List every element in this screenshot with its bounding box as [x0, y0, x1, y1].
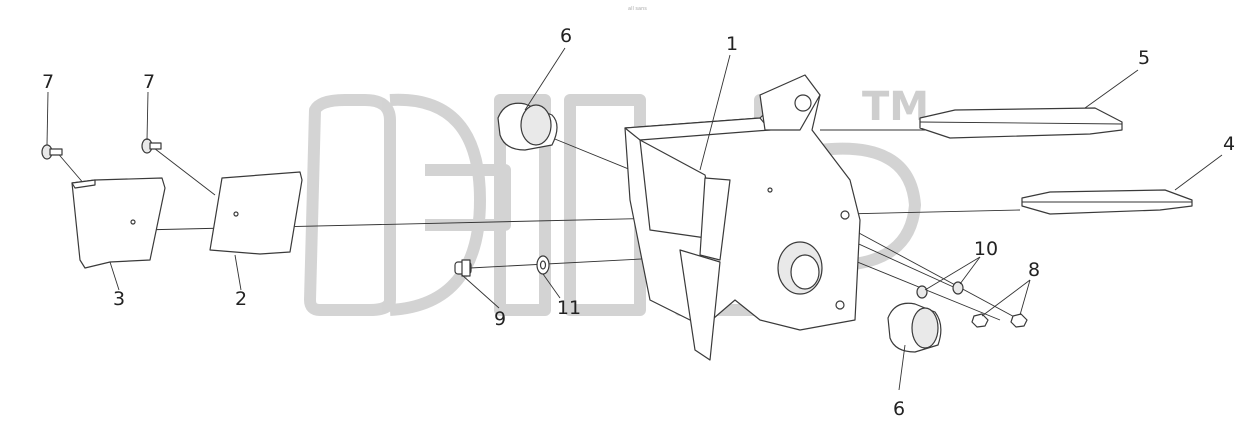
callout-10: 10: [974, 238, 998, 260]
watermark-trademark: TM: [862, 84, 929, 130]
callout-9: 9: [494, 308, 506, 330]
callout-6-top: 6: [560, 25, 572, 47]
nut-part-10-a: [916, 285, 928, 299]
plate-part-3: [71, 177, 166, 269]
callout-7-left: 7: [42, 71, 54, 93]
plate-part-4: [1021, 189, 1193, 215]
nut-part-8-a: [971, 313, 989, 328]
nut-part-10-b: [952, 281, 964, 295]
callout-11: 11: [557, 297, 581, 319]
callout-7-right: 7: [143, 71, 155, 93]
bolt-part-7-left: [41, 144, 63, 160]
callout-labels: 1 2 3 4 5 6 6 7 7 8 9 10 11: [42, 25, 1235, 420]
washer-part-11: [536, 255, 550, 275]
callout-5: 5: [1138, 47, 1150, 69]
bushing-part-6-bottom: [887, 302, 942, 353]
callout-leaders: [46, 47, 1223, 391]
bracket-part-1: [624, 74, 861, 361]
callout-1: 1: [726, 33, 738, 55]
callout-8: 8: [1028, 259, 1040, 281]
bushing-part-6-top: [497, 102, 558, 151]
callout-4: 4: [1223, 133, 1235, 155]
callout-6-bottom: 6: [893, 398, 905, 420]
callout-2: 2: [235, 288, 247, 310]
callout-3: 3: [113, 288, 125, 310]
plate-part-5: [919, 107, 1123, 139]
header-text: all sans: [628, 6, 647, 12]
fitting-part-9: [454, 259, 472, 277]
nut-part-8-b: [1010, 313, 1028, 328]
plate-part-2: [209, 171, 303, 255]
